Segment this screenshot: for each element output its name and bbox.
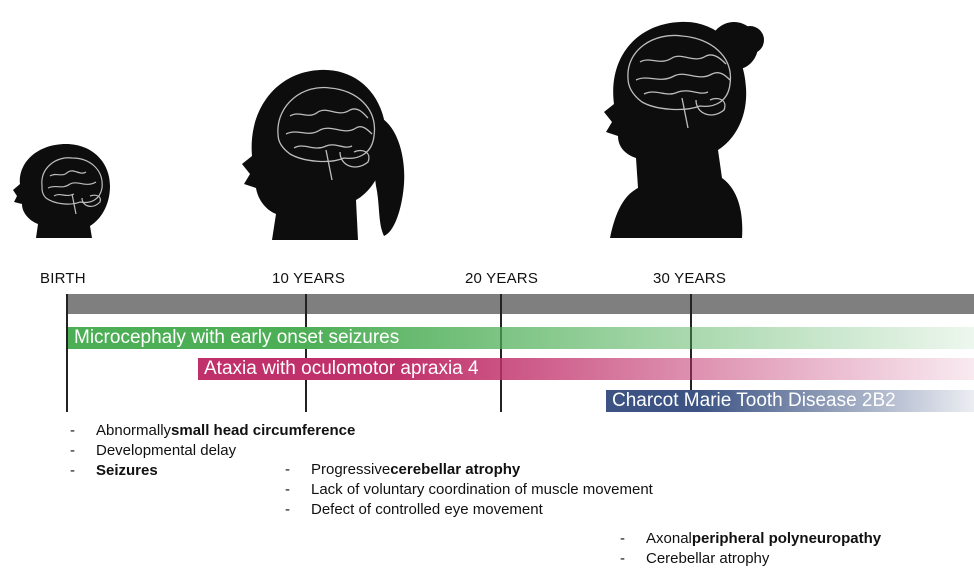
list-item: -Axonal peripheral polyneuropathy — [620, 529, 881, 549]
list-item: -Defect of controlled eye movement — [285, 500, 653, 520]
list-item: -Lack of voluntary coordination of muscl… — [285, 480, 653, 500]
child-silhouette-icon — [228, 54, 414, 242]
infant-silhouette-icon — [8, 132, 114, 240]
list-item: -Progressive cerebellar atrophy — [285, 460, 653, 480]
tick-20-years — [500, 294, 502, 412]
list-item: -Developmental delay — [70, 441, 355, 461]
symptom-list-ataxia: -Progressive cerebellar atrophy -Lack of… — [285, 460, 653, 520]
timeline-axis-bar — [67, 294, 974, 314]
condition-band-charcot-marie-tooth: Charcot Marie Tooth Disease 2B2 — [606, 390, 974, 412]
tick-10-years — [305, 294, 307, 412]
list-item: -Cerebellar atrophy — [620, 549, 881, 569]
age-label-20-years: 20 YEARS — [465, 270, 538, 287]
age-label-30-years: 30 YEARS — [653, 270, 726, 287]
condition-label-microcephaly: Microcephaly with early onset seizures — [74, 327, 399, 348]
age-label-10-years: 10 YEARS — [272, 270, 345, 287]
condition-band-microcephaly: Microcephaly with early onset seizures — [68, 327, 974, 349]
age-label-birth: BIRTH — [40, 270, 86, 287]
list-item: -Abnormally small head circumference — [70, 421, 355, 441]
condition-label-ataxia: Ataxia with oculomotor apraxia 4 — [204, 358, 479, 379]
tick-birth — [66, 294, 68, 412]
condition-band-ataxia: Ataxia with oculomotor apraxia 4 — [198, 358, 974, 380]
adult-silhouette-icon — [586, 8, 776, 240]
condition-label-charcot-marie-tooth: Charcot Marie Tooth Disease 2B2 — [612, 390, 896, 411]
symptom-list-charcot-marie-tooth: -Axonal peripheral polyneuropathy -Cereb… — [620, 529, 881, 569]
